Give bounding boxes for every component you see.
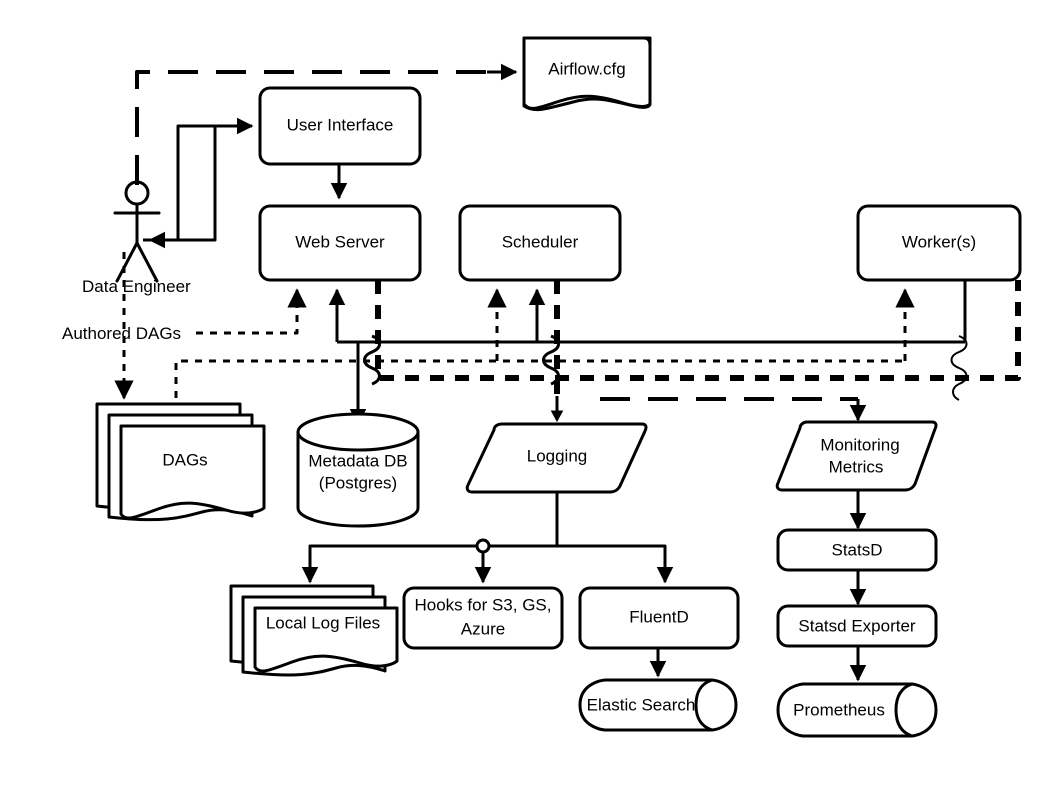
node-label-logging: Logging (527, 446, 588, 465)
node-logging[interactable]: Logging (465, 422, 648, 494)
edge-logging-bus-thick (375, 280, 1021, 381)
node-label-monitoring-line1: Monitoring (820, 435, 899, 454)
node-label-web-server: Web Server (295, 232, 385, 251)
node-elastic-search[interactable]: Elastic Search (578, 678, 738, 732)
node-label-workers: Worker(s) (902, 232, 976, 251)
actor-label: Data Engineer (82, 277, 191, 296)
node-hooks[interactable]: Hooks for S3, GS, Azure (402, 586, 564, 650)
node-label-prometheus: Prometheus (793, 700, 885, 719)
node-label-user-interface: User Interface (287, 115, 394, 134)
edge-label-authored-dags: Authored DAGs (62, 324, 181, 343)
node-prometheus[interactable]: Prometheus (776, 682, 938, 738)
edge-engineer-to-user-interface (143, 117, 254, 242)
node-label-monitoring-line2: Metrics (829, 457, 884, 476)
line-jump-markers (363, 334, 968, 401)
node-airflow-cfg[interactable]: Airflow.cfg (522, 36, 652, 112)
edge-dags-bus-fine (174, 359, 905, 398)
actor-data-engineer[interactable]: Data Engineer (82, 180, 191, 296)
node-scheduler[interactable]: Scheduler (458, 204, 622, 282)
node-label-statsd: StatsD (831, 540, 882, 559)
node-label-scheduler: Scheduler (502, 232, 579, 251)
node-fluentd[interactable]: FluentD (578, 586, 740, 650)
node-web-server[interactable]: Web Server (258, 204, 422, 282)
node-monitoring-metrics[interactable]: Monitoring Metrics (775, 420, 938, 492)
edge-workers-to-monitoring (600, 397, 867, 422)
node-label-elastic-search: Elastic Search (587, 695, 696, 714)
edge-user-interface-to-engineer (148, 126, 217, 249)
node-local-log-files[interactable]: Local Log Files (229, 584, 399, 677)
node-statsd[interactable]: StatsD (776, 528, 938, 572)
edge-engineer-to-airflow-cfg (135, 63, 518, 185)
node-label-airflow-cfg: Airflow.cfg (548, 59, 625, 78)
node-label-hooks-line2: Azure (461, 619, 505, 638)
node-label-hooks-line1: Hooks for S3, GS, (415, 595, 552, 614)
node-metadata-db[interactable]: Metadata DB (Postgres) (296, 412, 420, 528)
node-label-metadata-db-line2: (Postgres) (319, 473, 397, 492)
node-label-dags: DAGs (162, 450, 207, 469)
node-workers[interactable]: Worker(s) (856, 204, 1022, 282)
node-label-statsd-exporter: Statsd Exporter (798, 616, 916, 635)
node-user-interface[interactable]: User Interface (258, 86, 422, 166)
node-statsd-exporter[interactable]: Statsd Exporter (776, 604, 938, 648)
node-label-metadata-db-line1: Metadata DB (308, 451, 407, 470)
node-label-fluentd: FluentD (629, 607, 689, 626)
node-dags[interactable]: DAGs (95, 402, 266, 522)
edge-logging-fanout (301, 492, 674, 584)
edge-dags-to-web-server (196, 288, 307, 335)
node-label-local-log-files: Local Log Files (266, 613, 380, 632)
